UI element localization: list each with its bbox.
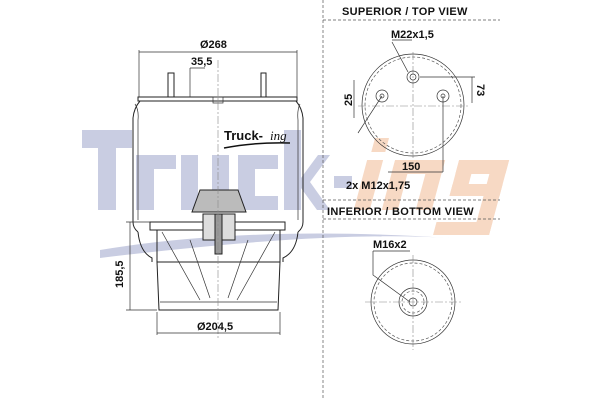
label-thread: M16x2: [373, 239, 407, 251]
dim-top-diameter: Ø268: [200, 39, 227, 51]
bottom-view-title: INFERIOR / BOTTOM VIEW: [327, 206, 474, 218]
label-stud-spacing: 150: [402, 161, 420, 173]
watermark-swoosh: [100, 233, 450, 258]
label-studs: 2x M12x1,75: [346, 180, 410, 192]
watermark: [82, 130, 510, 258]
dim-stud-height: 35,5: [191, 56, 212, 68]
top-view-title: SUPERIOR / TOP VIEW: [342, 6, 468, 18]
side-view: Ø268 35,5 185,5 Ø204,5 Truck- ing: [114, 39, 304, 340]
label-air-inlet: M22x1,5: [391, 29, 434, 41]
logo-main: Truck-: [224, 128, 263, 143]
label-offset-right: 73: [474, 84, 486, 96]
label-offset-left: 25: [343, 94, 355, 106]
bumper: [191, 189, 247, 213]
logo-suffix: ing: [270, 128, 287, 143]
watermark-brand-suffix: [353, 138, 510, 235]
dim-height: 185,5: [114, 260, 126, 288]
dim-bottom-diameter: Ø204,5: [197, 321, 233, 333]
watermark-dash: [334, 176, 352, 188]
bottom-view: INFERIOR / BOTTOM VIEW M16x2: [327, 206, 474, 350]
top-view: SUPERIOR / TOP VIEW M22x1,5 25 73 150 2x…: [342, 6, 486, 192]
